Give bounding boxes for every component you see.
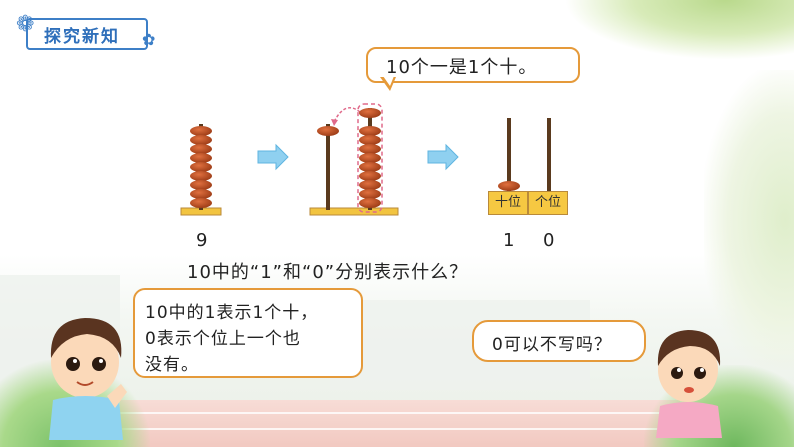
swirl-icon: ✿: [142, 30, 156, 49]
abacus-nine: [180, 124, 222, 216]
abacus-place-value: [498, 118, 551, 192]
bead: [190, 180, 212, 190]
move-arrow-path: [333, 107, 361, 123]
bead: [190, 153, 212, 163]
speech-line: 没有。: [145, 355, 199, 375]
digit-nine: 9: [196, 230, 208, 251]
mouth-shape: [76, 381, 94, 386]
bead: [359, 171, 381, 181]
bead: [359, 189, 381, 199]
speech-text: 0可以不写吗？: [492, 335, 612, 355]
move-arrowhead-icon: [331, 119, 338, 126]
bubble-tail: [383, 76, 394, 86]
shirt-shape: [49, 396, 123, 440]
title-frame: [26, 18, 148, 50]
speech-bubble-right: 0可以不写吗？: [472, 320, 646, 362]
bead: [190, 144, 212, 154]
bead: [359, 108, 381, 118]
eye-icon: [694, 367, 706, 379]
eye-icon: [66, 357, 80, 371]
abacus-ten-moving: [309, 103, 399, 216]
section-title-tag: ❁ ✿ 探究新知: [14, 12, 156, 52]
abacus-rod-tens: [507, 118, 511, 192]
eye-icon: [671, 367, 683, 379]
face-shape: [51, 326, 119, 398]
bead: [359, 126, 381, 136]
abacus-rod: [326, 124, 330, 210]
bead: [190, 198, 212, 208]
bead: [317, 126, 339, 136]
arrow-right-icon: [257, 143, 289, 171]
leaves-decoration: [564, 0, 794, 60]
speech-line: 10中的1表示1个十，: [145, 303, 319, 323]
track-lane: [120, 428, 680, 430]
swirl-icon: ❁: [16, 12, 35, 37]
digit-tens: 1: [503, 230, 515, 251]
bead: [190, 126, 212, 136]
abacus-rod-ones: [547, 118, 551, 192]
shirt-shape: [656, 402, 722, 438]
arrow-right-icon: [427, 143, 459, 171]
speech-line: 0表示个位上一个也: [145, 329, 301, 349]
bead: [190, 189, 212, 199]
speech-bubble-left: 10中的1表示1个十， 0表示个位上一个也 没有。: [133, 288, 363, 378]
hand-shape: [107, 384, 127, 408]
callout-text: 10个一是1个十。: [386, 57, 538, 78]
hair-shape: [657, 330, 721, 366]
callout-bubble: 10个一是1个十。: [366, 47, 580, 91]
boy-right-avatar: [656, 330, 722, 438]
bead: [359, 144, 381, 154]
bead: [359, 198, 381, 208]
tens-place-label: 十位: [488, 191, 528, 215]
bead: [190, 162, 212, 172]
hair-shape: [50, 318, 122, 358]
bead: [359, 135, 381, 145]
tree-decoration: [704, 70, 794, 370]
running-track: [120, 400, 680, 447]
bead: [359, 153, 381, 163]
bead: [190, 135, 212, 145]
track-lane: [120, 412, 680, 414]
bead: [359, 180, 381, 190]
bead: [359, 162, 381, 172]
eye-icon: [92, 357, 106, 371]
ones-place-label: 个位: [528, 191, 568, 215]
abacus-base: [309, 207, 399, 216]
mouth-shape: [684, 387, 694, 393]
boy-left-avatar: [49, 318, 127, 440]
bead-stack-ten: [359, 108, 381, 208]
bead-stack-nine: [190, 126, 212, 208]
question-text: 10中的“1”和“0”分别表示什么？: [187, 262, 469, 283]
digit-ones: 0: [543, 230, 555, 251]
face-shape: [658, 338, 718, 402]
bead: [190, 171, 212, 181]
bead: [498, 181, 520, 191]
section-title: 探究新知: [44, 27, 120, 47]
